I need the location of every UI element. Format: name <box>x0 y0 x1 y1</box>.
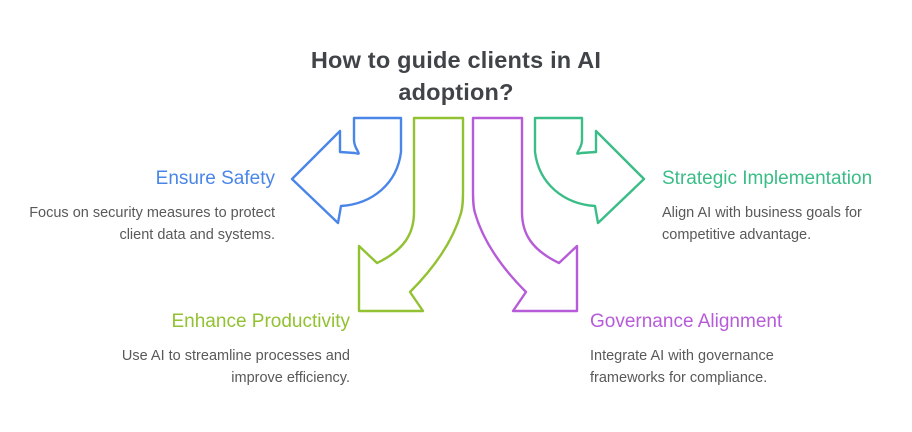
arrows-graphic <box>290 116 646 313</box>
item-ensure-safety-description: Focus on security measures to protect cl… <box>0 202 275 246</box>
item-ensure-safety-label: Ensure Safety <box>155 168 275 189</box>
description-line: Align AI with business goals for <box>662 205 862 221</box>
description-line: competitive advantage. <box>662 227 812 243</box>
item-strategic-implementation: Strategic Implementation Align AI with b… <box>662 167 912 246</box>
item-governance-alignment-description: Integrate AI with governance frameworks … <box>590 345 910 389</box>
page-title: How to guide clients in AI adoption? <box>10 44 902 108</box>
down-right-arrow-icon <box>471 116 579 313</box>
item-ensure-safety: Ensure Safety Focus on security measures… <box>0 167 275 246</box>
description-line: Use AI to streamline processes and <box>121 348 350 364</box>
right-arrow-icon <box>533 116 646 225</box>
left-arrow-icon <box>290 116 403 225</box>
description-line: improve efficiency. <box>231 370 350 386</box>
item-strategic-implementation-description: Align AI with business goals for competi… <box>662 202 912 246</box>
down-left-arrow-icon <box>357 116 465 313</box>
description-line: frameworks for compliance. <box>590 370 768 386</box>
page-title-line1: How to guide clients in AI <box>310 47 602 73</box>
page-title-line2: adoption? <box>398 79 514 105</box>
item-enhance-productivity-description: Use AI to streamline processes and impro… <box>30 345 350 389</box>
description-line: Integrate AI with governance <box>590 348 774 364</box>
description-line: Focus on security measures to protect <box>29 205 275 221</box>
item-strategic-implementation-label: Strategic Implementation <box>662 168 873 189</box>
item-enhance-productivity-label: Enhance Productivity <box>171 311 351 332</box>
item-governance-alignment-label: Governance Alignment <box>590 311 783 332</box>
item-enhance-productivity: Enhance Productivity Use AI to streamlin… <box>30 310 350 389</box>
description-line: client data and systems. <box>119 227 275 243</box>
item-governance-alignment: Governance Alignment Integrate AI with g… <box>590 310 910 389</box>
